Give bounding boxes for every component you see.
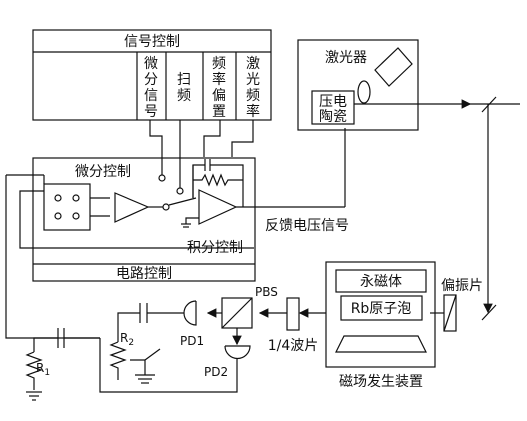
switch-block <box>43 183 91 231</box>
feedback-label: 反馈电压信号 <box>265 218 349 234</box>
pd2-label: PD2 <box>204 365 228 379</box>
pbs-label: PBS <box>255 285 278 299</box>
svg-text:扫: 扫 <box>177 72 191 88</box>
svg-text:光: 光 <box>246 72 260 88</box>
polarizer-label: 偏振片 <box>441 278 483 294</box>
svg-text:率: 率 <box>246 103 260 120</box>
svg-text:率: 率 <box>212 71 226 88</box>
svg-text:频: 频 <box>177 88 191 104</box>
svg-text:偏: 偏 <box>212 88 226 104</box>
circuit-control-label: 电路控制 <box>116 266 172 282</box>
svg-text:信: 信 <box>144 88 158 104</box>
col-differential: 微 分 信 号 <box>144 56 158 120</box>
permanent-magnet-label: 永磁体 <box>360 274 402 290</box>
svg-text:激: 激 <box>246 55 260 72</box>
piezo-label-2: 陶瓷 <box>319 109 347 125</box>
signal-control-box <box>32 29 272 121</box>
integral-control-label: 积分控制 <box>187 240 243 256</box>
magnet-caption: 磁场发生装置 <box>339 374 423 390</box>
col-sweep: 扫 频 <box>177 72 191 104</box>
laser-box <box>297 39 419 131</box>
rb-cell-label: Rb原子泡 <box>351 301 412 317</box>
circuit-box <box>32 157 256 282</box>
piezo-box <box>311 90 355 125</box>
svg-text:分: 分 <box>144 72 158 88</box>
laser-title: 激光器 <box>325 49 367 66</box>
pd1-label: PD1 <box>180 334 204 348</box>
r1-label: R1 <box>36 361 50 378</box>
svg-text:置: 置 <box>212 104 226 120</box>
svg-text:微: 微 <box>144 56 158 72</box>
piezo-label-1: 压电 <box>319 94 347 110</box>
svg-text:号: 号 <box>144 104 158 120</box>
differential-control-label: 微分控制 <box>75 164 131 180</box>
pd1 <box>183 300 197 326</box>
quarter-wave-plate <box>286 297 300 331</box>
pd2 <box>224 345 251 360</box>
svg-text:频: 频 <box>212 56 226 72</box>
amplifier-2 <box>198 189 238 225</box>
amplifier-1 <box>114 192 150 223</box>
svg-text:频: 频 <box>246 88 260 104</box>
col-laser-freq: 激 光 频 率 <box>246 55 260 120</box>
r2-label: R2 <box>120 331 134 348</box>
magnet-device <box>325 261 436 368</box>
quarter-wave-label: 1/4波片 <box>268 338 319 354</box>
col-freq-offset: 频 率 偏 置 <box>212 56 226 120</box>
signal-control-title: 信号控制 <box>124 34 180 50</box>
